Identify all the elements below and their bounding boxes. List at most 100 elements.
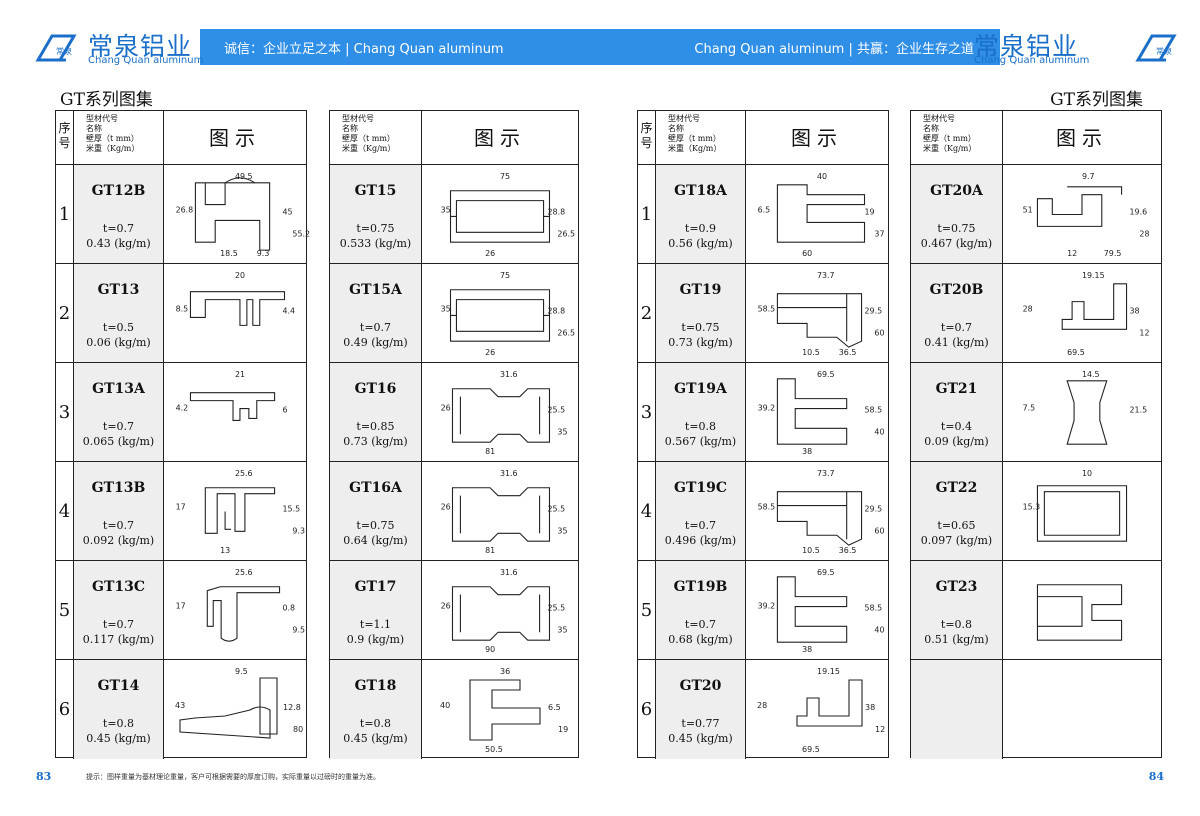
row-seq-number: 4 [638,462,656,560]
dimension-label: 25.6 [235,469,253,478]
header-properties: 型材代号名称壁厚（t mm）米重（Kg/m） [656,111,746,165]
dimension-label: 69.5 [1067,348,1085,357]
header-properties: 型材代号名称壁厚（t mm）米重（Kg/m） [74,111,164,165]
profile-thickness: t=0.75 [681,321,720,334]
profile-thickness: t=0.85 [356,420,395,433]
profile-code: GT23 [935,579,978,595]
profile-code: GT13 [97,282,140,298]
header-property-label: 米重（Kg/m） [668,144,722,153]
dimension-label: 12 [1139,328,1149,337]
series-title-right: GT系列图集 [1050,90,1143,110]
brand-logo-right: 常泉铝业 Chang Quan aluminum 常泉 [974,24,1177,70]
dimension-label: 25.5 [548,504,566,513]
dimension-label: 90 [485,645,495,654]
profile-code: GT19B [673,579,728,595]
dimension-label: 28 [1023,305,1033,314]
dimension-label: 79.5 [1104,249,1122,258]
dimension-label: 38 [802,447,812,456]
dimension-label: 17 [176,503,186,512]
profile-thickness: t=0.75 [356,519,395,532]
row-seq-number: 3 [56,363,74,461]
dimension-label: 12 [875,725,885,734]
dimension-label: 40 [874,625,884,634]
profile-thickness: t=0.4 [940,420,973,433]
dimension-label: 60 [802,249,812,258]
profile-code: GT16A [349,480,402,496]
header-property-label: 米重（Kg/m） [342,144,396,153]
profile-code: GT13C [92,579,145,595]
dimension-label: 9.5 [235,667,248,676]
profile-thickness: t=0.9 [684,222,717,235]
dimension-label: 20 [235,271,245,280]
dimension-label: 26 [485,249,495,258]
row-seq-number: 1 [56,165,74,263]
profile-thickness: t=0.7 [684,618,717,631]
row-seq-number: 2 [638,264,656,362]
header-properties: 型材代号名称壁厚（t mm）米重（Kg/m） [911,111,1003,165]
dimension-label: 28 [757,701,767,710]
dimension-label: 35 [441,305,451,314]
dimension-label: 26.5 [557,229,575,238]
brand-name-cn: 常泉铝业 [974,32,1079,61]
profile-code: GT20 [679,678,722,694]
header-property-label: 型材代号 [86,114,118,123]
dimension-label: 73.7 [817,469,835,478]
profile-code: GT17 [354,579,397,595]
dimension-label: 4.4 [283,306,296,315]
dimension-label: 12 [1067,249,1077,258]
dimension-label: 58.5 [865,603,883,612]
dimension-label: 26 [441,404,451,413]
profile-thickness: t=0.7 [684,519,717,532]
dimension-label: 58.5 [865,405,883,414]
dimension-label: 10.5 [802,546,820,555]
profile-code: GT19A [674,381,727,397]
header-figure: 图示 [209,126,261,150]
profile-weight: 0.092 (kg/m) [82,534,155,547]
dimension-label: 69.5 [817,568,835,577]
profile-thickness: t=0.65 [937,519,976,532]
profile-weight: 0.9 (kg/m) [346,633,405,646]
brand-name-en: Chang Quan aluminum [974,55,1090,66]
dimension-label: 40 [440,701,450,710]
dimension-label: 14.5 [1082,370,1100,379]
dimension-label: 21.5 [1130,405,1148,414]
dimension-label: 60 [874,526,884,535]
dimension-label: 26.8 [176,206,194,215]
dimension-label: 9.7 [1082,172,1095,181]
header-property-label: 壁厚（t mm） [923,134,976,143]
header-property-label: 型材代号 [923,114,955,123]
dimension-label: 21 [235,370,245,379]
series-title-left: GT系列图集 [60,90,153,110]
dimension-label: 10.5 [802,348,820,357]
dimension-label: 29.5 [865,504,883,513]
dimension-label: 60 [874,328,884,337]
profile-section-icon [1036,584,1123,641]
dimension-label: 9.5 [292,625,305,634]
header-band: 诚信：企业立足之本 | Chang Quan aluminum Chang Qu… [200,29,1000,65]
dimension-label: 25.5 [548,405,566,414]
logo-mark-icon: 常泉 [35,34,77,62]
profile-weight: 0.73 (kg/m) [668,336,733,349]
